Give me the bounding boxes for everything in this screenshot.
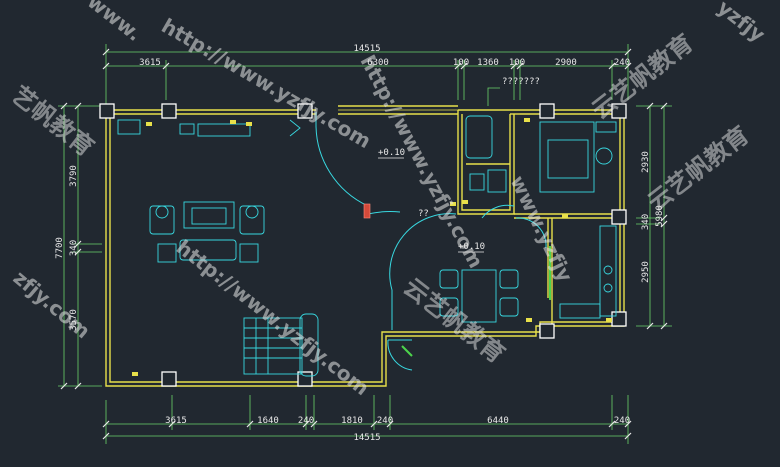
dim-bottom-5: 240 xyxy=(377,416,393,426)
watermark-edge-3: www. xyxy=(83,0,146,46)
dim-bottom-2: 1640 xyxy=(257,416,279,426)
furniture xyxy=(117,115,617,377)
watermark-url-3: http://www.yzfjy.com xyxy=(172,235,374,400)
watermark-edge-2: yzfjy xyxy=(713,0,770,47)
dim-left-mid: 340 xyxy=(69,240,79,256)
dim-left-1: 3790 xyxy=(69,165,79,187)
dim-top-4: 1360 xyxy=(477,58,499,68)
dim-bottom-6: 6440 xyxy=(487,416,509,426)
level-mark-1: +0.10 xyxy=(378,148,405,158)
dimension-labels: 14515 3615 6300 100 1360 100 2900 240 ??… xyxy=(55,44,665,443)
room-labels: +0.10 +0.10 ?? xyxy=(378,148,485,253)
dim-right-mid: 340 xyxy=(641,214,651,230)
hall-label: ?? xyxy=(418,209,429,219)
dim-top-note: ??????? xyxy=(502,77,540,87)
dim-top-7: 240 xyxy=(614,58,630,68)
watermark-url-1: http://www.yzfjy.com xyxy=(158,14,376,154)
dim-bottom-4: 1810 xyxy=(341,416,363,426)
watermark-url-4: www.yzfjy xyxy=(506,172,578,286)
dim-right-1: 2930 xyxy=(641,151,651,173)
dim-bottom-3: 240 xyxy=(298,416,314,426)
structural-columns xyxy=(99,103,627,387)
dimension-ticks xyxy=(60,48,668,440)
dim-right-total: 5980 xyxy=(655,205,665,227)
light-fixtures xyxy=(132,118,612,376)
level-mark-2: +0.10 xyxy=(458,242,485,252)
watermark-url-2: http://www.yzfjy.com xyxy=(356,51,489,272)
dim-right-2: 2950 xyxy=(641,261,651,283)
dim-top-3: 100 xyxy=(453,58,469,68)
door-marker xyxy=(363,203,371,219)
watermark-edge-1: zfjy.com xyxy=(9,265,95,343)
watermark-cn-1: 云艺帆教育 xyxy=(586,29,698,125)
dim-top-5: 100 xyxy=(509,58,525,68)
dim-left-total: 7700 xyxy=(55,237,65,259)
watermark-edge-4: 艺帆教育 xyxy=(6,81,99,162)
sliding-door-marks xyxy=(401,246,551,357)
dim-top-1: 3615 xyxy=(139,58,161,68)
dim-bottom-1: 3615 xyxy=(165,416,187,426)
dim-top-total: 14515 xyxy=(353,44,380,54)
dim-left-2: 3570 xyxy=(69,309,79,331)
watermark-cn-2: 云艺帆教育 xyxy=(642,121,754,217)
dim-bottom-total: 14515 xyxy=(353,433,380,443)
dim-bottom-7: 240 xyxy=(614,416,630,426)
dim-top-6: 2900 xyxy=(555,58,577,68)
dim-top-2: 6300 xyxy=(367,58,389,68)
watermark-cn-3: 云艺帆教育 xyxy=(398,273,510,369)
